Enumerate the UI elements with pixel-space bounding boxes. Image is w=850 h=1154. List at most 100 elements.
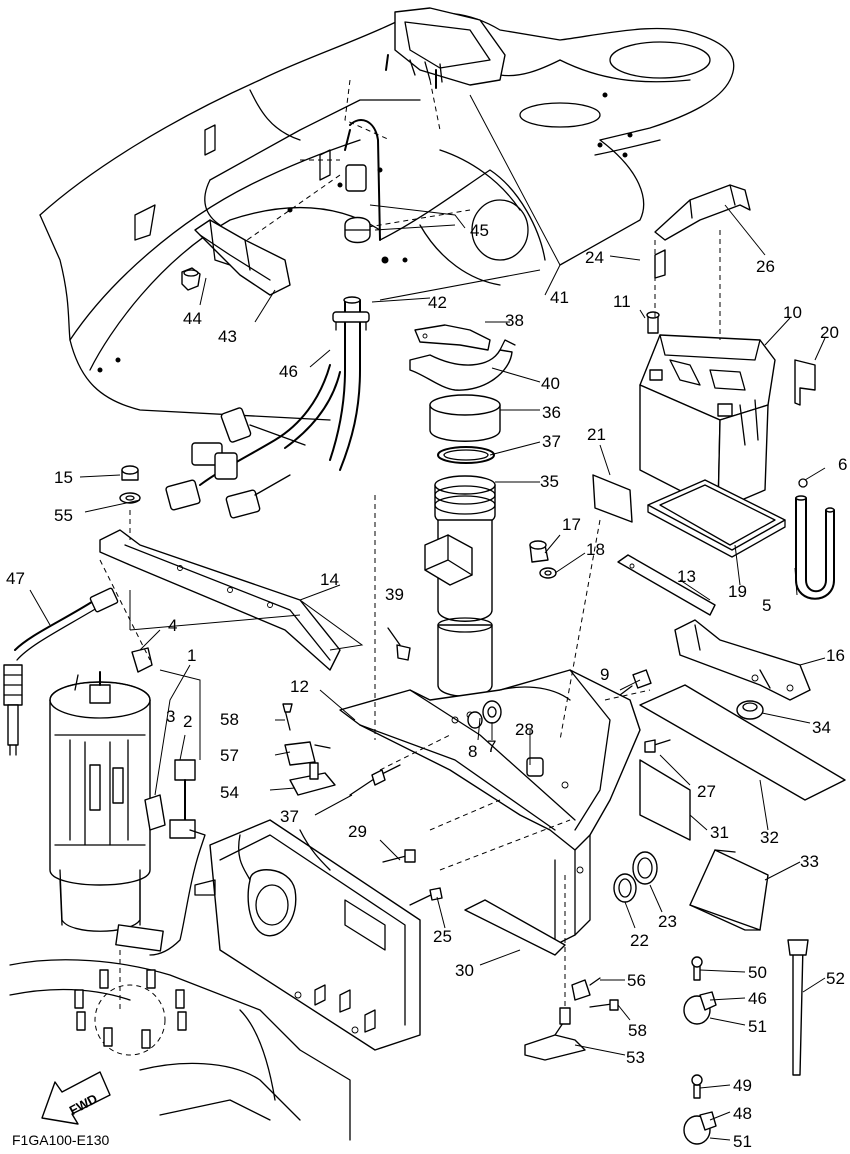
callout-c11: 11 [613, 292, 631, 311]
callout-c5: 5 [762, 596, 771, 615]
callout-c9: 9 [600, 665, 609, 684]
callout-c51a: 51 [748, 1017, 767, 1036]
callout-c16: 16 [826, 646, 845, 665]
damper-28 [526, 757, 544, 777]
rivets [282, 627, 671, 906]
wire-harness [165, 364, 341, 519]
bracket-20 [794, 359, 816, 406]
callout-c8: 8 [468, 742, 477, 761]
callout-c10: 10 [783, 303, 802, 322]
callout-c49: 49 [733, 1076, 752, 1095]
cover-33 [689, 849, 769, 931]
bracket-38 [414, 324, 491, 351]
leader-lines [29, 94, 826, 1141]
callout-c13: 13 [677, 567, 696, 586]
electrical-box [194, 819, 421, 1051]
plate-32 [639, 684, 846, 801]
nut-44 [181, 267, 201, 291]
callout-labels: 1234567891011121314151617181920212223242… [6, 221, 847, 1151]
callout-c7: 7 [487, 737, 496, 756]
callout-c53: 53 [626, 1048, 645, 1067]
callout-c2: 2 [183, 712, 192, 731]
callout-c34: 34 [812, 718, 831, 737]
clamp-24 [654, 249, 666, 279]
rivet-58b [589, 999, 619, 1011]
pad-1 [115, 924, 164, 952]
tie-52 [787, 939, 809, 1076]
grommet-22 [613, 873, 637, 903]
seal-37 [437, 446, 495, 464]
callout-c41: 41 [550, 288, 569, 307]
clamp-46-50 [683, 956, 717, 1025]
callout-c37a: 37 [542, 432, 561, 451]
callout-c40: 40 [541, 374, 560, 393]
callout-c4: 4 [168, 616, 177, 635]
callout-c30: 30 [455, 961, 474, 980]
bracket-16 [674, 619, 811, 701]
callout-c45: 45 [470, 221, 489, 240]
bracket-53 [524, 1007, 586, 1061]
callout-c18: 18 [586, 540, 605, 559]
callout-c46b: 46 [748, 989, 767, 1008]
plate-30 [464, 899, 566, 956]
bolt-11 [646, 311, 660, 334]
callout-c43: 43 [218, 327, 237, 346]
callout-c52: 52 [826, 969, 845, 988]
callout-c58b: 58 [628, 1021, 647, 1040]
callout-c50: 50 [748, 963, 767, 982]
callout-c12: 12 [290, 677, 309, 696]
callout-c29: 29 [348, 822, 367, 841]
gauge-housing [385, 7, 506, 89]
grommet-3 [144, 794, 166, 831]
vent-hose-5 [795, 495, 835, 600]
fwd-arrow-icon: FWD [41, 1071, 111, 1125]
callout-c19: 19 [728, 582, 747, 601]
stay-13 [617, 554, 716, 616]
callout-c33: 33 [800, 852, 819, 871]
callout-c20: 20 [820, 323, 839, 342]
clamp-57 [284, 741, 331, 766]
washer-15-55 [119, 465, 141, 504]
callout-c31: 31 [710, 823, 729, 842]
clip-4 [131, 647, 153, 673]
callout-c6: 6 [838, 455, 847, 474]
callout-c51b: 51 [733, 1132, 752, 1151]
callout-c17: 17 [562, 515, 581, 534]
callout-c23: 23 [658, 912, 677, 931]
callout-c58a: 58 [220, 710, 239, 729]
washer-18 [539, 567, 557, 579]
callout-c36: 36 [542, 403, 561, 422]
callout-c47: 47 [6, 569, 25, 588]
pad-21 [592, 474, 633, 523]
callout-c38: 38 [505, 311, 524, 330]
bracket-14 [99, 529, 341, 671]
callout-c26: 26 [756, 257, 775, 276]
bolt-17 [529, 540, 549, 563]
fuel-filter-sender-47 [3, 587, 119, 756]
callout-c1: 1 [187, 646, 196, 665]
callout-c57: 57 [220, 746, 239, 765]
collar-7-8 [467, 700, 502, 729]
bracket-54 [289, 762, 336, 796]
filler-neck [344, 119, 381, 244]
clamp-48-49 [683, 1074, 717, 1145]
bracket-26 [654, 184, 751, 241]
fuel-pump-1 [49, 671, 151, 932]
callout-c48: 48 [733, 1104, 752, 1123]
callout-c35: 35 [540, 472, 559, 491]
callout-c44: 44 [183, 309, 202, 328]
callout-c32: 32 [760, 828, 779, 847]
strainer-35 [424, 475, 496, 697]
callout-c27: 27 [697, 782, 716, 801]
hull-deck-outline [39, 12, 735, 421]
callout-c56: 56 [627, 971, 646, 990]
callout-c15: 15 [54, 468, 73, 487]
mount-studs [74, 950, 187, 1049]
callout-c3: 3 [166, 707, 175, 726]
figure-code: F1GA100-E130 [12, 1132, 109, 1148]
callout-c24: 24 [585, 248, 604, 267]
bracket-43 [194, 219, 291, 296]
battery-10 [639, 334, 776, 511]
band-40 [409, 339, 516, 391]
